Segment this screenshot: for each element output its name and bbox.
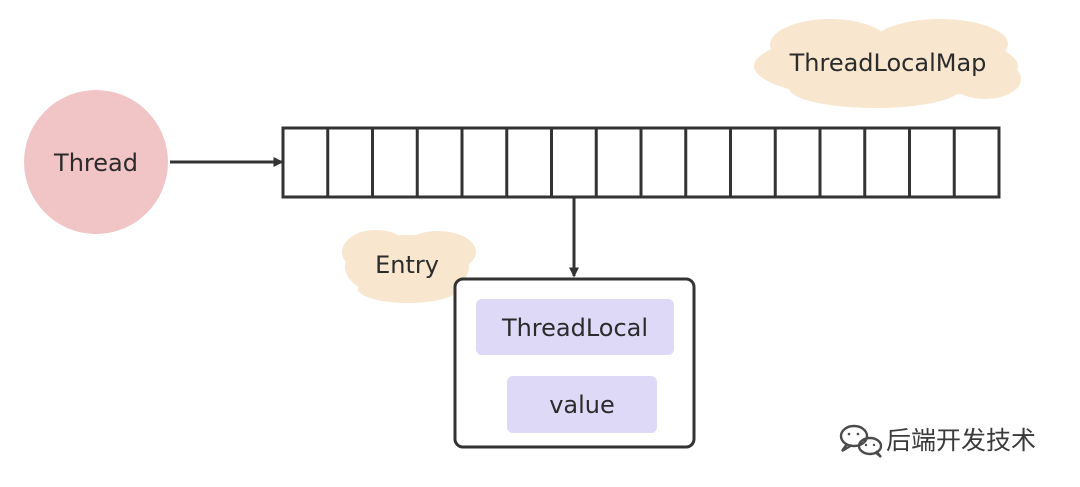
array-slots: [326, 128, 956, 197]
thread-circle: [24, 90, 168, 234]
threadlocal-key-box: ThreadLocal: [476, 299, 674, 355]
value-box: value: [507, 376, 657, 433]
threadlocal-key-label: ThreadLocal: [501, 314, 648, 342]
thread-label: Thread: [53, 149, 138, 177]
cloud-shape: [342, 230, 476, 303]
watermark: 后端开发技术: [839, 424, 1036, 458]
entry-label: Entry: [375, 251, 439, 279]
value-label: value: [549, 391, 615, 419]
entry-label-cloud: Entry: [342, 230, 476, 303]
wechat-icon: [839, 424, 883, 458]
entry-box: ThreadLocal value: [453, 277, 696, 449]
threadlocalmap-array: [281, 126, 1001, 199]
watermark-text: 后端开发技术: [886, 426, 1036, 455]
thread-node: Thread: [24, 90, 168, 234]
threadlocalmap-label: ThreadLocalMap: [789, 49, 987, 77]
threadlocalmap-label-cloud: ThreadLocalMap: [754, 19, 1021, 108]
cloud-shape: [754, 19, 1021, 108]
